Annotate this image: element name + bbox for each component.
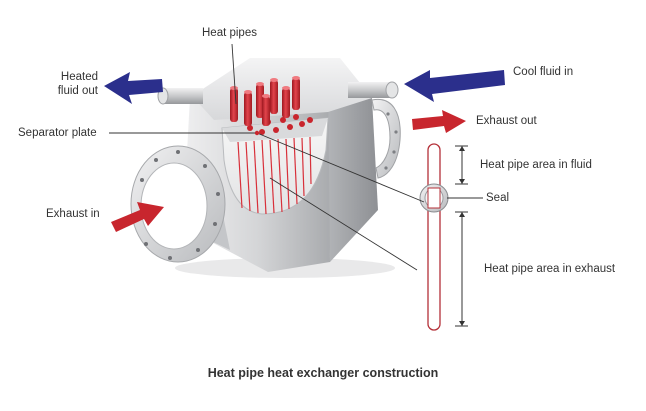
leader-lines: [109, 43, 483, 271]
label-separator-plate: Separator plate: [18, 127, 97, 139]
exhaust-outlet-flange: [371, 98, 401, 179]
single-heat-pipe-detail: [419, 143, 449, 331]
heated-fluid-outlet-pipe: [157, 87, 203, 105]
cool-fluid-in-arrow: [404, 70, 505, 102]
label-heated-fluid-out-line1: Heated: [60, 71, 98, 83]
label-exhaust-out: Exhaust out: [476, 115, 537, 127]
cool-fluid-inlet-pipe: [348, 81, 399, 99]
label-heated-fluid-out-line2: fluid out: [57, 85, 98, 97]
label-exhaust-in: Exhaust in: [46, 208, 100, 220]
label-heat-pipe-area-in-exhaust: Heat pipe area in exhaust: [484, 263, 616, 275]
exhaust-in-arrow: [111, 202, 164, 232]
seal-ring: [419, 183, 449, 213]
exhaust-inlet-flange: [130, 145, 226, 263]
exhaust-out-arrow: [412, 110, 466, 133]
diagram-caption: Heat pipe heat exchanger construction: [207, 366, 439, 380]
separator-plate-marker: [254, 130, 260, 136]
label-cool-fluid-in: Cool fluid in: [513, 66, 574, 78]
label-heat-pipes: Heat pipes: [202, 27, 257, 39]
dimension-markers: [455, 145, 468, 327]
heated-fluid-out-arrow: [104, 72, 163, 104]
label-heat-pipe-area-in-fluid: Heat pipe area in fluid: [480, 159, 592, 171]
label-seal: Seal: [486, 192, 510, 204]
heat-pipes-fluid-section: [230, 76, 300, 126]
heat-pipes-exhaust-section: [237, 136, 312, 215]
